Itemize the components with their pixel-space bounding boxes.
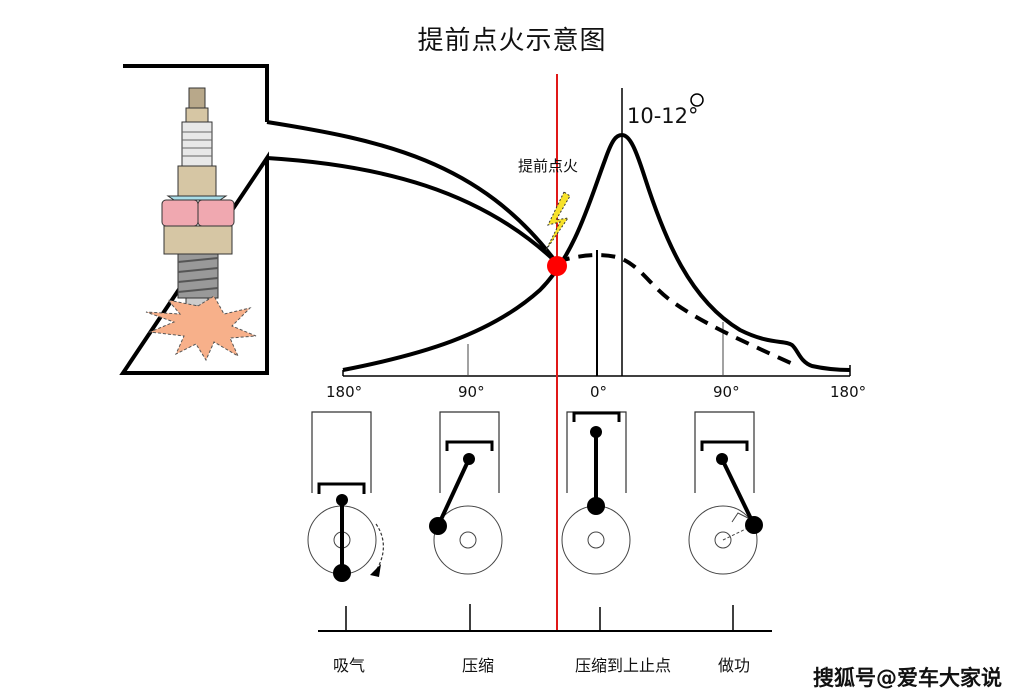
tick-label-180-right: 180° (830, 383, 867, 401)
spark-bolt-icon (545, 191, 571, 251)
ignition-label: 提前点火 (518, 157, 579, 175)
tick-label-90-left: 90° (458, 383, 485, 401)
piston-power (688, 411, 763, 575)
stroke-label-intake: 吸气 (333, 656, 366, 675)
stroke-label-power: 做功 (718, 656, 751, 675)
ignition-point (547, 256, 567, 276)
angle-label: 10-12° (627, 104, 699, 128)
pressure-chart (342, 74, 851, 632)
stroke-timeline (318, 604, 772, 632)
stroke-label-compression: 压缩 (462, 656, 495, 675)
callout-line-lower (266, 156, 558, 264)
callout-line-upper (266, 120, 558, 264)
stroke-label-tdc: 压缩到上止点 (575, 656, 672, 675)
piston-tdc (561, 411, 631, 575)
explosion-icon (145, 295, 257, 362)
tick-label-90-right: 90° (713, 383, 740, 401)
pressure-curve-with-combustion (342, 132, 851, 372)
diagram-title: 提前点火示意图 (417, 26, 607, 56)
spark-plug-icon (161, 87, 235, 307)
degree-symbol-icon (690, 93, 704, 107)
tick-label-180-left: 180° (326, 383, 363, 401)
tick-label-0: 0° (590, 383, 608, 401)
pressure-curve-motoring (555, 253, 796, 367)
spark-plug-callout (119, 64, 558, 375)
piston-intake (307, 411, 384, 582)
piston-compression (429, 411, 503, 575)
watermark: 搜狐号@爱车大家说 (813, 666, 1002, 690)
